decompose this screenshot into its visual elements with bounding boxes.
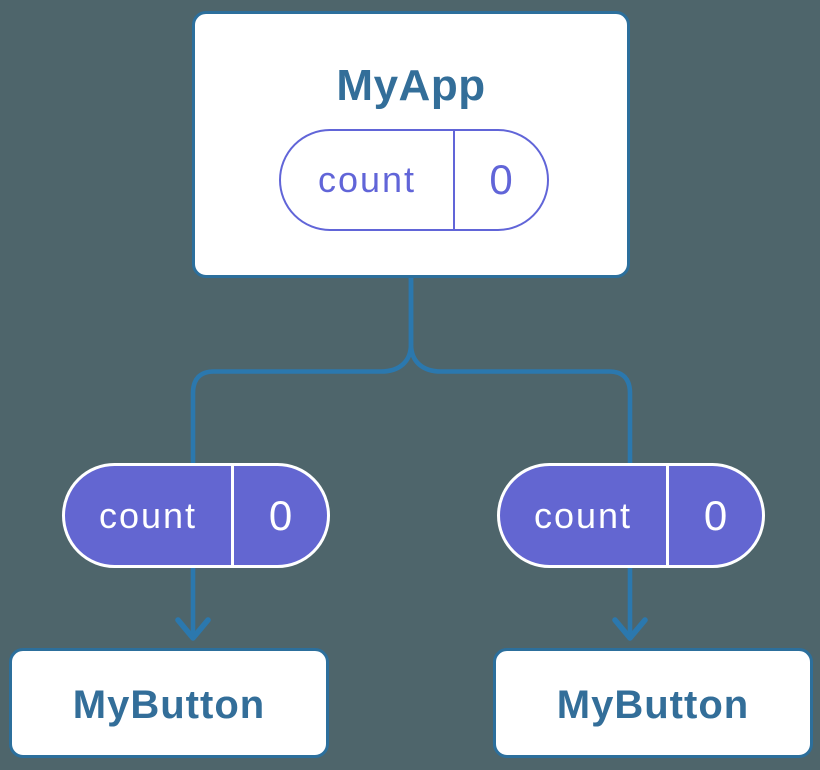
- pill-divider: [666, 466, 669, 565]
- state-value-label: 0: [489, 156, 513, 203]
- prop-pill-right: count 0: [497, 463, 765, 568]
- root-state-pill: count 0: [279, 129, 549, 231]
- connector-right-branch: [408, 277, 633, 636]
- child-component-box-right: MyButton: [493, 648, 813, 758]
- prop-value-label: 0: [268, 491, 293, 539]
- arrowhead-left-icon: [175, 617, 211, 641]
- root-component-box: MyApp count 0: [192, 11, 630, 278]
- arrowhead-right-icon: [612, 617, 648, 641]
- connector-left-branch: [190, 277, 414, 636]
- child-component-box-left: MyButton: [9, 648, 329, 758]
- pill-divider: [453, 131, 455, 229]
- state-name-label: count: [317, 159, 417, 200]
- prop-pill-left: count 0: [62, 463, 330, 568]
- child-component-title: MyButton: [556, 682, 750, 727]
- prop-name-label: count: [533, 494, 633, 536]
- prop-value-label: 0: [703, 491, 728, 539]
- prop-name-label: count: [98, 494, 198, 536]
- child-component-title: MyButton: [72, 682, 266, 727]
- pill-divider: [231, 466, 234, 565]
- root-component-title: MyApp: [336, 61, 486, 110]
